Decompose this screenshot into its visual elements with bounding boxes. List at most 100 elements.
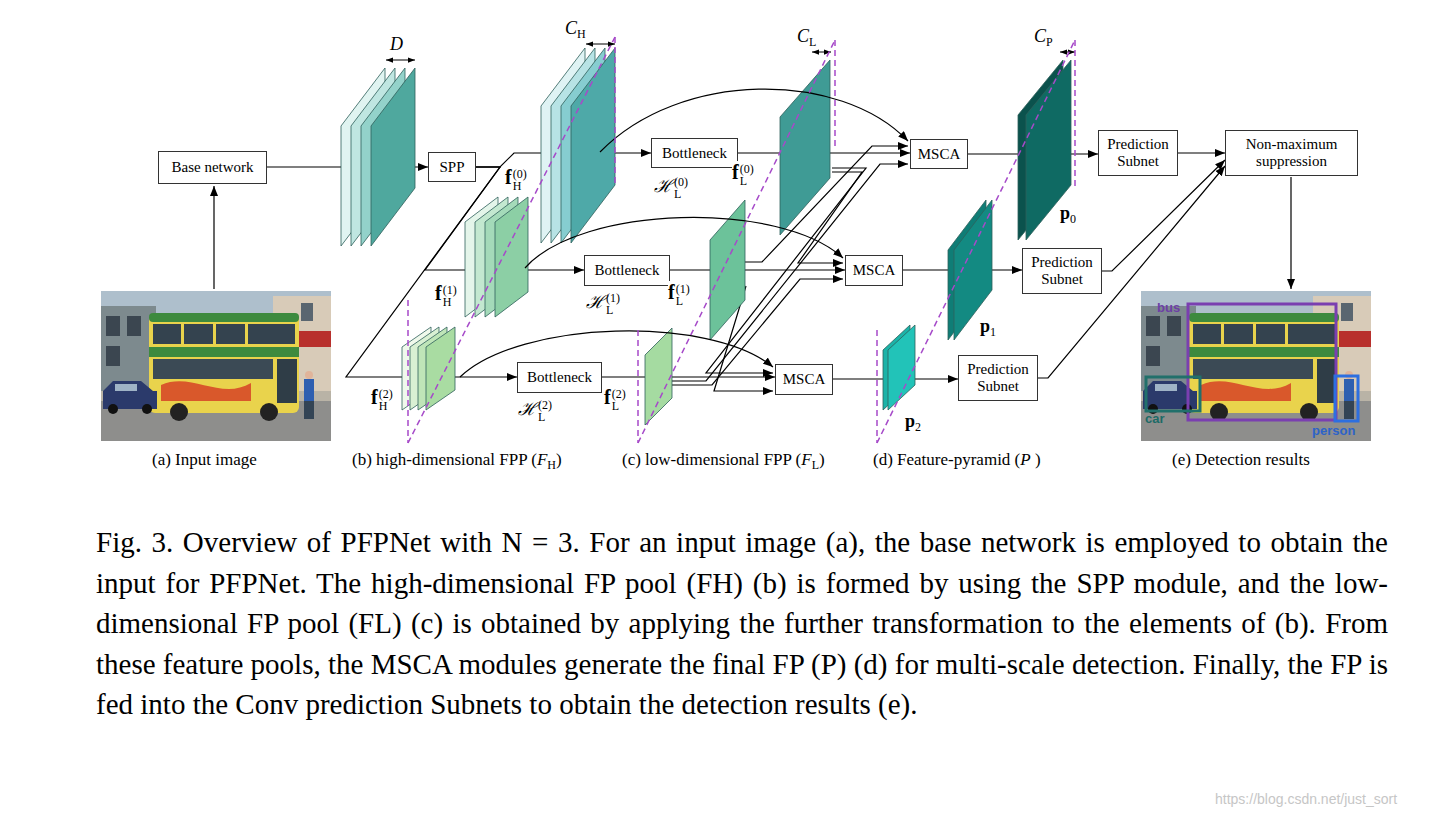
script-stack: (0)L — [740, 163, 754, 187]
script-stack: (1)L — [676, 283, 690, 307]
math-label: 2 — [915, 420, 921, 434]
math-label-group: ℋ(1)L — [586, 292, 620, 316]
math-label: f — [435, 282, 442, 304]
process-box: Bottleneck — [651, 138, 738, 168]
math-label-group: f(2)L — [604, 386, 626, 412]
class-tag: bus — [1157, 300, 1180, 315]
skip-arrow — [600, 89, 908, 152]
flow-arrow — [1178, 152, 1225, 153]
plane-outline — [834, 40, 836, 150]
plane-outline — [408, 37, 1075, 443]
process-box: MSCA — [910, 139, 968, 169]
subscript: H — [443, 296, 457, 308]
process-box: Prediction Subnet — [958, 355, 1038, 401]
box-text: Prediction Subnet — [962, 361, 1034, 395]
process-box: Bottleneck — [584, 255, 670, 286]
skip-arrow — [460, 331, 773, 377]
process-box: SPP — [428, 152, 476, 182]
superscript: (2) — [612, 388, 626, 400]
class-tag: car — [1145, 411, 1165, 426]
plane-outline — [877, 40, 1075, 443]
math-label: f — [505, 166, 512, 188]
box-text: Prediction Subnet — [1026, 254, 1098, 288]
figure-caption: Fig. 3. Overview of PFPNet with N = 3. F… — [96, 522, 1388, 725]
math-label-group: p2 — [905, 411, 921, 435]
feature-map — [645, 328, 672, 425]
feature-map — [495, 197, 528, 317]
class-tag-group: bus — [1157, 301, 1180, 316]
subcaption-group: (c) low-dimensional FPP (FL) — [622, 450, 825, 473]
subcaption: ) — [819, 450, 825, 469]
feature-map — [341, 48, 1071, 425]
math-label: 0 — [1070, 212, 1076, 226]
result-image — [1141, 291, 1371, 441]
process-box: Non-maximum suppression — [1225, 130, 1358, 176]
superscript: (2) — [379, 388, 393, 400]
superscript: (2) — [538, 399, 552, 411]
math-label-group: p0 — [1060, 203, 1076, 227]
dimension-arrow — [1060, 52, 1075, 53]
plane-outline — [408, 37, 615, 443]
math-label: L — [809, 35, 816, 49]
math-label-group: CP — [1034, 26, 1053, 50]
subcaption: P — [1020, 450, 1030, 469]
flow-arrow — [602, 376, 775, 377]
subcaption: (e) Detection results — [1172, 450, 1310, 469]
detection-box — [1335, 376, 1358, 421]
plane-outline — [876, 330, 878, 443]
process-box: Prediction Subnet — [1098, 130, 1178, 176]
subcaption: (a) Input image — [152, 450, 257, 469]
subcaption: ) — [556, 450, 562, 469]
dimension-arrow — [586, 44, 615, 45]
math-label: f — [371, 386, 378, 408]
plane-outline — [638, 40, 835, 443]
box-text: Non-maximum suppression — [1229, 136, 1354, 170]
subscript: L — [676, 295, 690, 307]
math-label: C — [565, 18, 577, 38]
math-label: f — [668, 281, 675, 303]
dimension-arrow — [386, 60, 415, 61]
skip-arrow — [213, 186, 214, 289]
math-label-group: CH — [565, 18, 586, 42]
subscript: H — [379, 400, 393, 412]
input-image — [101, 291, 331, 441]
math-label-group: CL — [797, 26, 816, 50]
math-label-group: ℋ(2)L — [518, 399, 552, 423]
math-label-group: f(1)L — [668, 281, 690, 307]
subscript: H — [513, 180, 527, 192]
script-stack: (2)H — [379, 388, 393, 412]
skip-arrow — [525, 217, 843, 268]
math-label-group: f(0)H — [505, 166, 527, 192]
subcaption: H — [547, 458, 556, 472]
math-label: C — [1034, 26, 1046, 46]
math-label-group: f(1)H — [435, 282, 457, 308]
plane-outline — [407, 300, 409, 443]
math-label: f — [604, 386, 611, 408]
detection-box — [1146, 377, 1200, 411]
feature-map — [888, 325, 915, 410]
subscript: L — [740, 175, 754, 187]
flow-arrow — [670, 269, 845, 270]
process-box: MSCA — [845, 255, 903, 286]
math-label: P — [1046, 35, 1053, 49]
subscript: L — [674, 188, 688, 200]
subcaption: (c) low-dimensional FPP ( — [622, 450, 801, 469]
watermark: https://blog.csdn.net/just_sort — [1215, 791, 1397, 807]
script-stack: (1)L — [606, 292, 620, 316]
class-tag-group: person — [1312, 424, 1355, 439]
feature-map — [371, 68, 415, 246]
math-label: p — [905, 411, 915, 431]
detection-box — [1146, 304, 1358, 421]
skip-arrow — [214, 89, 1291, 377]
dimension-arrow — [386, 44, 1075, 60]
subcaption-group: (e) Detection results — [1172, 450, 1310, 470]
feature-map — [780, 60, 830, 235]
skip-arrow — [1290, 177, 1291, 289]
flow-arrow — [1102, 160, 1225, 271]
subscript: L — [606, 304, 620, 316]
process-box: Prediction Subnet — [1022, 248, 1102, 294]
class-tag-group: car — [1145, 412, 1165, 427]
box-text: MSCA — [918, 146, 961, 163]
subcaption: ) — [1031, 450, 1041, 469]
